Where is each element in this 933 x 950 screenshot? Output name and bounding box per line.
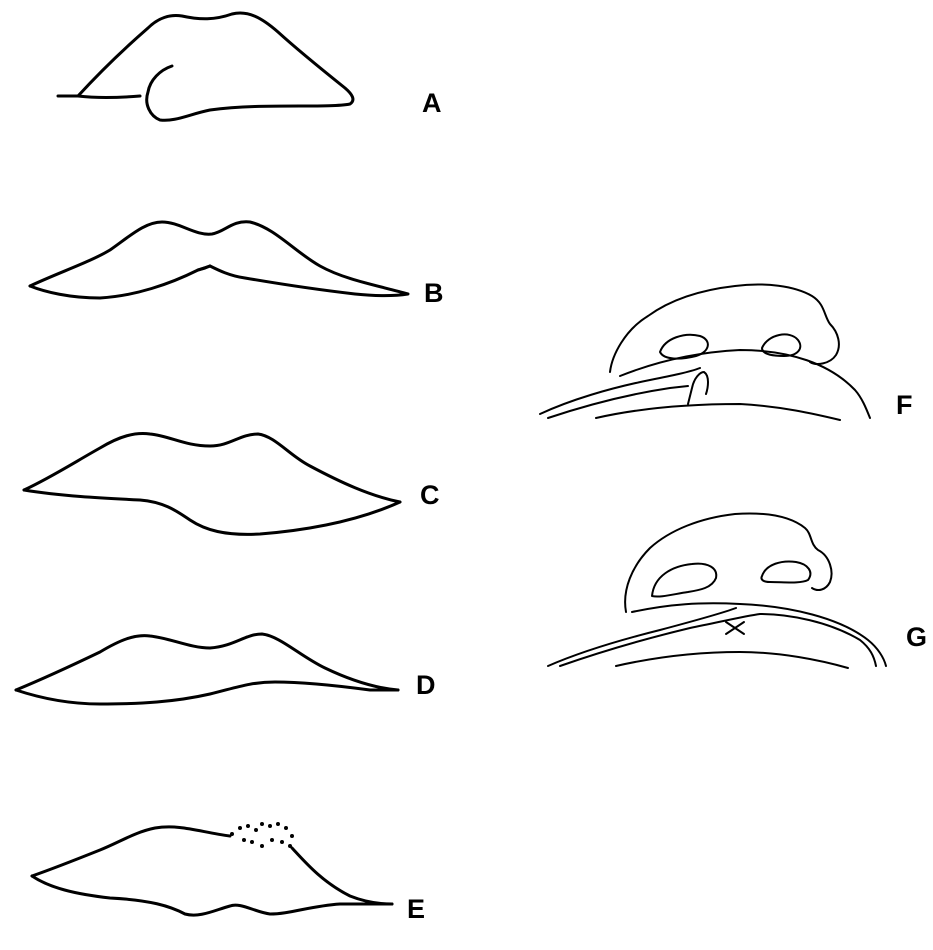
panel-e-dot <box>242 838 246 842</box>
panel-f-nose-drawing <box>540 284 870 420</box>
panel-b-label: B <box>424 278 444 308</box>
panel-e-dot <box>284 826 288 830</box>
panel-c-label: C <box>420 480 440 510</box>
panel-e-dot <box>260 822 264 826</box>
panel-a-label: A <box>422 88 442 118</box>
panel-e-dot <box>290 834 294 838</box>
panel-g-lip-arc-mid <box>560 614 876 666</box>
panel-f-notch <box>688 372 708 404</box>
panel-a-lower-lip-line <box>78 96 140 98</box>
panel-e-label: E <box>407 894 425 924</box>
panel-d-upper-lip-outline <box>16 634 398 690</box>
panel-b-lip-outline <box>30 222 408 296</box>
panel-a-lip-drawing <box>58 13 353 120</box>
panel-g-right-nostril <box>761 562 810 583</box>
panel-g-suture-mark <box>726 622 744 634</box>
panel-e-dot <box>246 824 250 828</box>
panel-b-lip-drawing <box>30 222 408 298</box>
panel-e-dot <box>238 826 242 830</box>
panel-e-lower-lip-outline <box>32 876 392 915</box>
panel-f-left-nostril <box>660 335 708 359</box>
panel-d-lower-lip-outline <box>16 682 398 704</box>
panel-g-nose-drawing <box>548 514 886 668</box>
panel-e-dot <box>268 824 272 828</box>
panel-e-upper-lip-outline <box>32 827 230 876</box>
panel-e-dot <box>260 844 264 848</box>
panel-e-dotted-margin <box>230 822 294 848</box>
panel-g-lower-arc <box>616 652 848 668</box>
panel-e-dot <box>276 822 280 826</box>
panel-a-upper-lip-outline <box>58 13 353 120</box>
panel-e-dot <box>254 828 258 832</box>
panel-e-upper-lip-right-side <box>292 848 392 904</box>
panel-e-dot <box>250 840 254 844</box>
panel-e-lip-drawing <box>32 822 392 915</box>
panel-e-dot <box>270 838 274 842</box>
panel-f-lower-arc <box>596 404 840 420</box>
panel-c-lower-lip-outline <box>24 490 400 534</box>
panel-e-dot <box>280 840 284 844</box>
panel-e-dot <box>288 844 292 848</box>
panel-e-dot <box>230 832 234 836</box>
panel-g-lip-arc-outer <box>548 608 736 666</box>
panel-d-label: D <box>416 670 436 700</box>
panel-g-label: G <box>906 622 927 652</box>
panel-g-left-nostril <box>652 564 716 597</box>
panel-c-lip-drawing <box>24 434 400 535</box>
panel-c-upper-lip-outline <box>24 434 400 502</box>
panel-f-label: F <box>896 390 913 420</box>
panel-d-lip-drawing <box>16 634 398 704</box>
panel-b-lower-lip-line <box>30 266 210 298</box>
